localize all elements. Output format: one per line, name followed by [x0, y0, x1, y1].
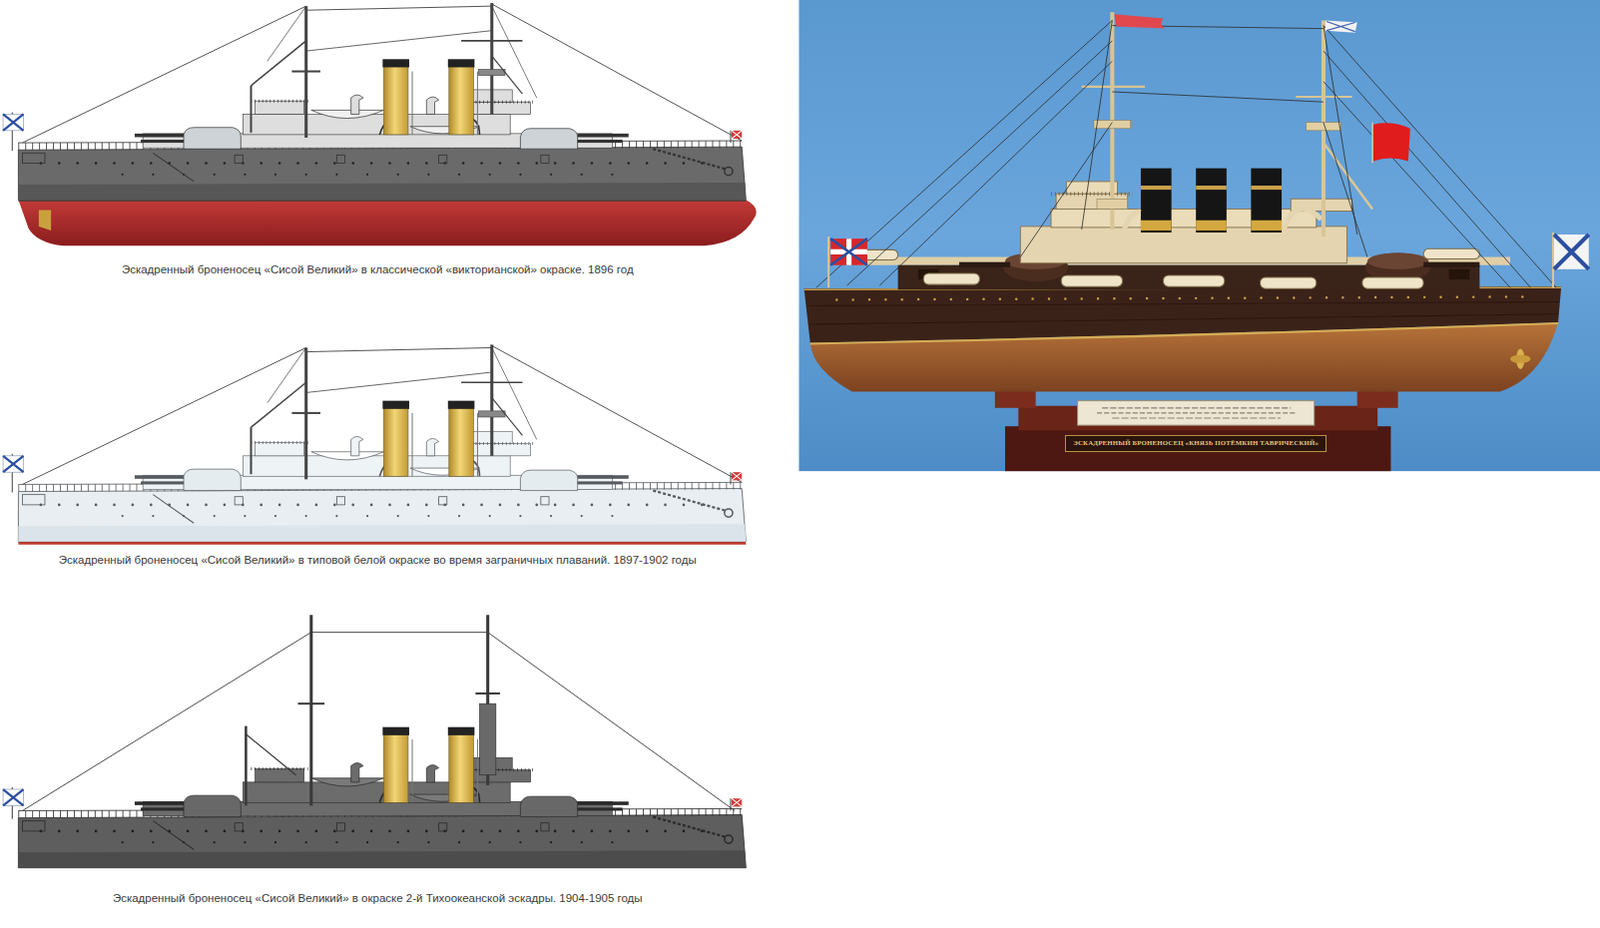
ship-profile-victorian-part	[17, 199, 756, 246]
model-photo-part	[1554, 234, 1590, 270]
ship-profile-victorian-part	[2, 2, 742, 151]
model-photo-part	[816, 19, 1557, 288]
model-photo-part	[1552, 232, 1555, 288]
model-photo-part	[1326, 20, 1356, 31]
ship-profile-white-part	[17, 541, 746, 545]
model-photo-part-part	[1111, 91, 1324, 102]
model-photo-part	[1367, 252, 1429, 269]
ship-profile-grey-part	[2, 789, 23, 806]
model-photo-part	[836, 296, 1531, 300]
plaque-text: ЭСКАДРЕННЫЙ БРОНЕНОСЕЦ «КНЯЗЬ ПОТЁМКИН Т…	[1072, 439, 1319, 448]
ship-profile-grey-part-part	[17, 727, 746, 869]
model-photo-part-part	[1323, 81, 1511, 288]
model-photo-part	[1325, 19, 1358, 32]
figure-caption: Эскадренный броненосец «Сисой Великий» в…	[121, 263, 634, 278]
model-photo-part	[830, 238, 868, 266]
model-photo-part	[1283, 208, 1322, 230]
model-photo-part	[1096, 412, 1296, 414]
ship-profile-victorian-part	[38, 210, 51, 231]
ship-profile-victorian	[2, 2, 757, 246]
model-photo-part	[1056, 193, 1128, 209]
model-photo-part-part	[1323, 25, 1358, 236]
name-plaque: ЭСКАДРЕННЫЙ БРОНЕНОСЕЦ «КНЯЗЬ ПОТЁМКИН Т…	[1065, 435, 1327, 452]
model-photo-part	[830, 238, 868, 266]
model-photo-part	[1077, 401, 1315, 427]
ship-profile-grey-part	[245, 734, 296, 776]
ship-profile-grey-part	[311, 631, 489, 633]
model-photo-part	[1081, 85, 1145, 88]
model-photo-part	[1246, 232, 1286, 247]
model-photo-part-part	[1510, 355, 1531, 364]
model-photo-part-part	[1323, 25, 1557, 289]
model-photo-part	[1093, 120, 1131, 129]
model-photo-part	[1423, 262, 1480, 268]
ship-profile-white	[2, 344, 746, 544]
model-photo	[798, 0, 1600, 472]
model-photo-part-part	[816, 19, 1112, 288]
ship-profile-victorian-part	[17, 58, 746, 200]
model-photo-part	[1260, 277, 1317, 289]
model-photo-part	[1140, 220, 1172, 231]
ship-profile-white-part	[17, 401, 746, 542]
model-photo-part	[1554, 234, 1590, 270]
ship-profile-grey-part	[731, 798, 742, 807]
model-photo-part-part	[879, 60, 1112, 286]
model-photo-part	[810, 323, 1559, 344]
figure-caption: Эскадренный броненосец «Сисой Великий» в…	[58, 553, 697, 568]
model-photo-part	[1191, 232, 1231, 247]
model-photo-part	[1096, 198, 1128, 209]
model-photo-part	[1373, 122, 1411, 161]
ship-profile-grey-part	[309, 614, 313, 806]
model-photo-part	[1162, 275, 1224, 287]
ship-profile-grey-part	[17, 727, 746, 869]
ship-profile-grey-part	[488, 632, 735, 812]
model-photo-part	[1195, 220, 1227, 231]
model-photo-part	[1113, 13, 1165, 28]
model-photo-part	[1101, 407, 1291, 409]
model-photo-part	[1122, 211, 1141, 237]
ship-profile-victorian-part	[17, 200, 746, 202]
model-photo-part	[1005, 426, 1391, 472]
ship-profile-grey	[2, 614, 746, 868]
ship-profile-grey-part	[21, 632, 311, 812]
model-photo-part	[798, 0, 1600, 472]
model-photo-part	[808, 302, 1560, 307]
model-photo-part	[959, 262, 1011, 268]
model-photo-part	[830, 238, 868, 266]
ship-profile-white-part	[2, 344, 742, 493]
model-photo-part-part	[1081, 19, 1113, 230]
model-photo-part	[1111, 417, 1281, 419]
ship-profile-grey-part	[475, 692, 501, 695]
model-photo-part-part	[847, 40, 1113, 286]
model-photo-part	[1510, 349, 1531, 370]
model-photo-part	[1140, 185, 1172, 190]
model-photo-part	[1195, 185, 1227, 190]
model-photo-part	[827, 236, 830, 288]
ship-profile-grey-part	[729, 798, 731, 811]
model-photo-part	[1061, 275, 1122, 287]
model-photo-part	[1020, 226, 1347, 264]
model-photo-part	[923, 273, 980, 285]
model-photo-part	[1423, 248, 1480, 259]
ship-profile-grey-part	[731, 798, 742, 807]
ship-profile-grey-part	[479, 703, 496, 776]
model-photo-part	[1371, 122, 1374, 164]
model-photo-part	[1250, 185, 1282, 190]
ship-profile-grey-part	[244, 726, 248, 807]
model-photo-part-part	[1323, 122, 1368, 258]
model-photo-part	[809, 314, 1559, 325]
model-photo-part	[1136, 232, 1176, 247]
figure-caption: Эскадренный броненосец «Сисой Великий» в…	[112, 892, 643, 907]
model-photo-part	[1250, 220, 1282, 231]
model-photo-part	[1449, 269, 1470, 280]
model-photo-part-part	[1323, 50, 1532, 288]
model-photo-part	[1362, 277, 1424, 289]
ship-profile-grey-part	[2, 789, 23, 806]
model-photo-part	[1295, 95, 1352, 98]
model-photo-part-part	[1020, 122, 1112, 258]
ship-profile-grey-part	[298, 702, 326, 705]
